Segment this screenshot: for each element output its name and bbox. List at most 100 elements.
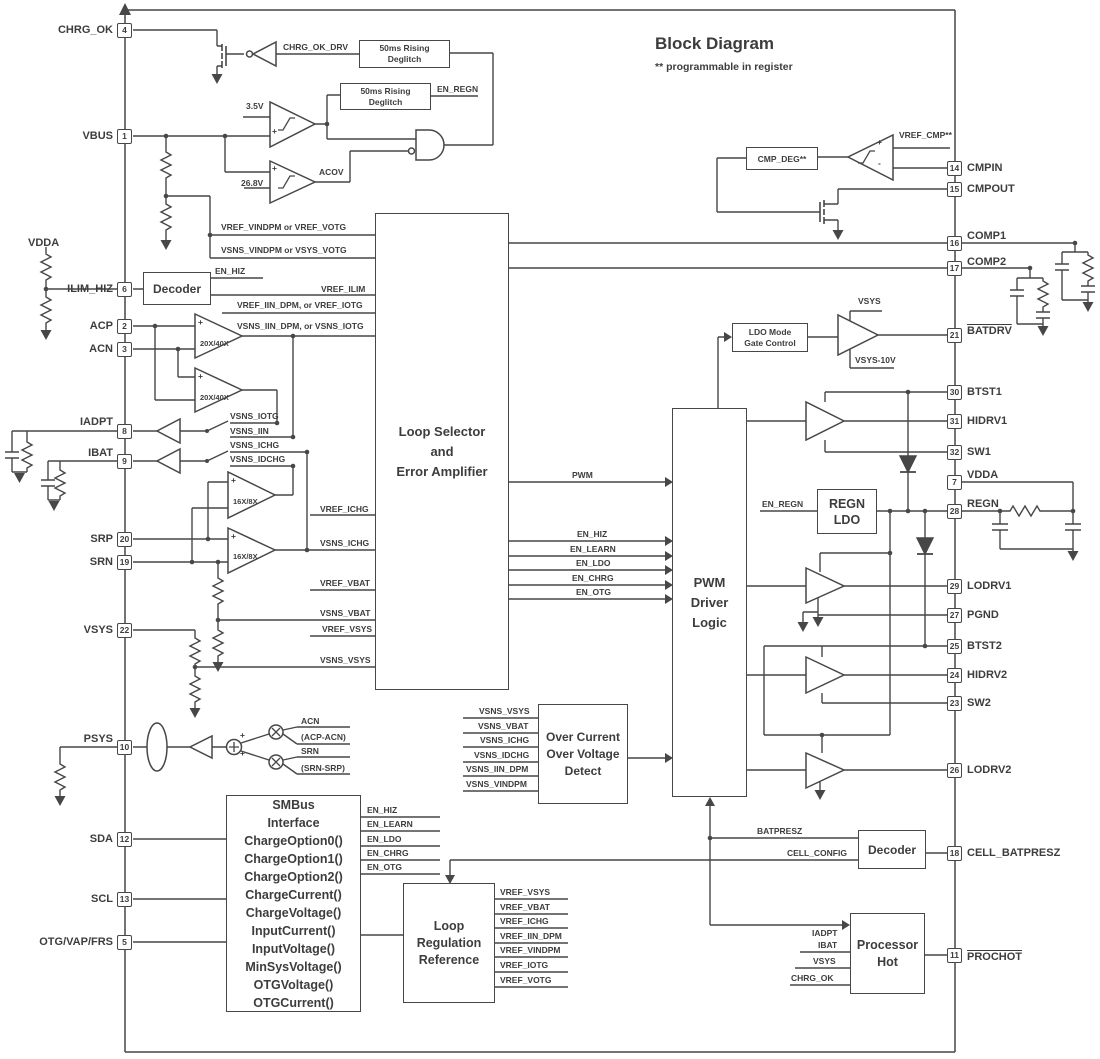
gnd-icon xyxy=(54,796,66,806)
label-cell-config: CELL_CONFIG xyxy=(787,848,847,858)
pin-16: 16 xyxy=(947,235,962,251)
label-chrg-ok-drv: CHRG_OK_DRV xyxy=(283,42,349,52)
gnd-icon xyxy=(40,330,52,340)
lodrv1-driver xyxy=(805,566,846,605)
label-smbus-en-learn: EN_LEARN xyxy=(367,819,413,829)
pin-label-vsys: VSYS xyxy=(83,624,113,636)
pin-label-ibat: IBAT xyxy=(88,447,113,459)
pwm-arrow xyxy=(665,477,673,487)
label-vsns-ichg-sw: VSNS_ICHG xyxy=(230,440,280,450)
wires-center xyxy=(449,242,947,988)
pin-label-cmpout: CMPOUT xyxy=(967,183,1015,195)
ibat-buffer xyxy=(155,447,181,475)
pin-label-comp1: COMP1 xyxy=(967,230,1007,242)
pin-5: 5 xyxy=(117,934,132,950)
pin-22: 22 xyxy=(117,622,132,638)
label-vsns-vsys: VSNS_VSYS xyxy=(320,655,371,665)
pin-15: 15 xyxy=(947,181,962,197)
label-vsns-vindpm-votg: VSNS_VINDPM or VSYS_VOTG xyxy=(221,245,347,255)
label-ocov-vsns-iin-dpm: VSNS_IIN_DPM xyxy=(466,764,529,774)
pin-label-chrg-ok: CHRG_OK xyxy=(57,24,113,36)
ocov-out-arrow xyxy=(665,753,673,763)
amp-iotg-20x xyxy=(194,366,244,414)
pin-label-vdda-right: VDDA xyxy=(967,469,999,481)
pin-17: 17 xyxy=(947,260,962,276)
label-ph-ibat: IBAT xyxy=(818,940,838,950)
label-vsys-rail: VSYS xyxy=(858,296,881,306)
smbus-interface-block: SMBus Interface ChargeOption0() ChargeOp… xyxy=(226,795,361,1012)
label-vref-vbat: VREF_VBAT xyxy=(320,578,370,588)
pin-label-lodrv2: LODRV2 xyxy=(967,764,1012,776)
inverter-bubble xyxy=(245,50,254,58)
label-vref-cmp: VREF_CMP** xyxy=(899,130,952,140)
resistors xyxy=(20,150,1095,792)
label-ocov-vsns-vsys: VSNS_VSYS xyxy=(479,706,530,716)
pin-label-prochot: PROCHOT xyxy=(967,951,1022,963)
loop-selector-block: Loop Selector and Error Amplifier xyxy=(375,213,509,690)
pin-label-sw1: SW1 xyxy=(967,446,991,458)
pin-20: 20 xyxy=(117,531,132,547)
label-ls-en-chrg: EN_CHRG xyxy=(572,573,614,583)
arrowheads xyxy=(119,3,850,930)
gnd-icon xyxy=(48,501,60,511)
small-glyphs xyxy=(221,44,875,767)
resistor xyxy=(39,252,53,282)
chrg-ok-mosfet xyxy=(221,44,227,68)
pin-label-iadpt: IADPT xyxy=(80,416,113,428)
multiply-icon xyxy=(271,727,281,737)
page-title: Block Diagram xyxy=(655,34,775,53)
cell-decoder-block: Decoder xyxy=(858,830,926,869)
label-ph-vsys: VSYS xyxy=(813,956,836,966)
amp-idchg-16x xyxy=(227,470,277,520)
label-vref-ichg: VREF_ICHG xyxy=(320,504,369,514)
pin-10: 10 xyxy=(117,739,132,755)
label-gain-20x-2: 20X/40X xyxy=(200,393,229,402)
resistor xyxy=(39,295,53,325)
pin-25: 25 xyxy=(947,638,962,654)
pin-label-batdrv: BATDRV xyxy=(967,325,1012,337)
wires-right xyxy=(717,310,1081,790)
gnd-icon xyxy=(1067,551,1079,561)
nand-input-bubble xyxy=(407,147,416,155)
pin-7: 7 xyxy=(947,474,962,490)
pin-3: 3 xyxy=(117,341,132,357)
minus-sign: - xyxy=(878,158,881,168)
btst2-diode xyxy=(915,537,935,556)
pin-27: 27 xyxy=(947,607,962,623)
plus-sign: + xyxy=(240,730,245,740)
pin-28: 28 xyxy=(947,503,962,519)
label-srn-psys: SRN xyxy=(301,746,319,756)
pin-label-cell-batpresz: CELL_BATPRESZ xyxy=(967,847,1061,859)
resistor xyxy=(211,576,225,606)
label-en-regn-ldo: EN_REGN xyxy=(762,499,804,509)
pin-24: 24 xyxy=(947,667,962,683)
plus-sign: + xyxy=(198,371,203,381)
pin-9: 9 xyxy=(117,453,132,469)
loop-regulation-reference-block: Loop Regulation Reference xyxy=(403,883,495,1003)
label-vdda-left: VDDA xyxy=(28,237,60,249)
plus-sign: + xyxy=(198,317,203,327)
gnd-icon xyxy=(211,74,223,84)
iadpt-prochot-arrow xyxy=(842,920,850,930)
loop-reg-arrow xyxy=(445,875,455,884)
junction-dots xyxy=(43,121,1078,841)
label-acp-minus-acn: (ACP-ACN) xyxy=(301,732,346,742)
pin-label-scl: SCL xyxy=(91,893,113,905)
pin-4: 4 xyxy=(117,22,132,38)
cmpout-mosfet xyxy=(819,200,825,224)
hysteresis-icon xyxy=(278,175,295,189)
en-chrg-arrow xyxy=(665,580,673,590)
label-vsns-iotg: VSNS_IOTG xyxy=(230,411,279,421)
label-gain-20x-1: 20X/40X xyxy=(200,339,229,348)
label-vsys-minus-10v: VSYS-10V xyxy=(855,355,896,365)
label-lr-vref-votg: VREF_VOTG xyxy=(500,975,552,985)
resistor xyxy=(159,202,173,232)
pin-8: 8 xyxy=(117,423,132,439)
resistor xyxy=(1008,504,1042,518)
plus-sign: + xyxy=(231,531,236,541)
ocov-detect-block: Over Current Over Voltage Detect xyxy=(538,704,628,804)
label-ls-en-learn: EN_LEARN xyxy=(570,544,616,554)
